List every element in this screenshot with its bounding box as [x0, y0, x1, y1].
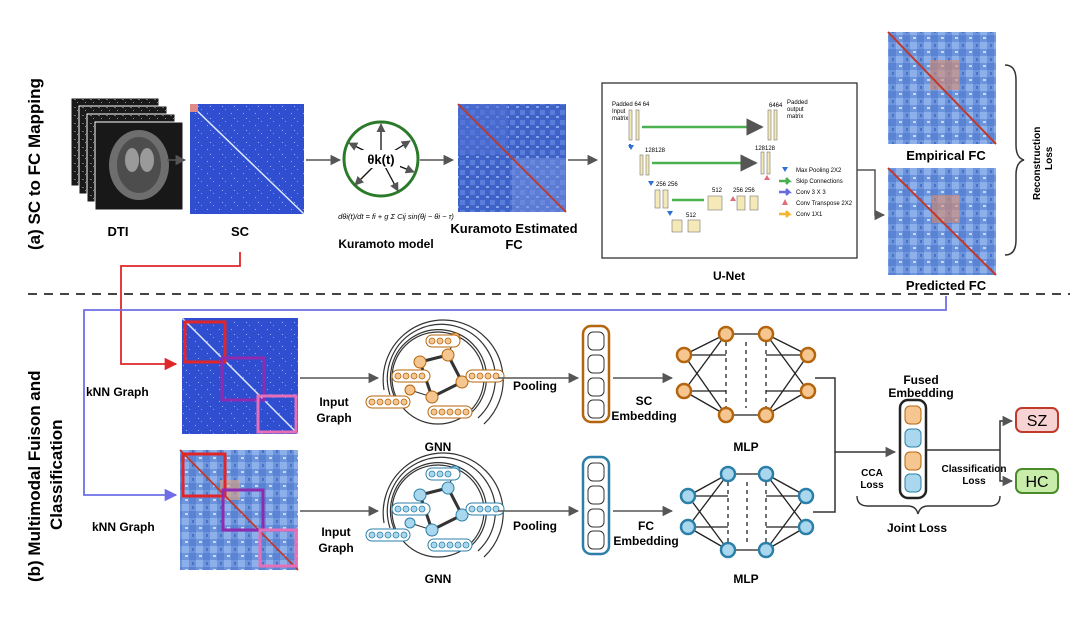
kuramoto-fc-matrix [457, 103, 567, 213]
purple-route-fc [83, 296, 947, 502]
input-graph-sc-2: Graph [316, 411, 351, 425]
unet-input-num: Padded 64 64 [612, 102, 650, 108]
sc-embedding-2: Embedding [611, 409, 676, 423]
reconstruction-loss-1: Reconstruction [1032, 127, 1043, 200]
cca-loss-2: Loss [860, 480, 884, 491]
kuramoto-oscillator [342, 120, 420, 198]
red-route-sc [120, 252, 241, 371]
unet-l4-bottom: 512 [686, 213, 697, 219]
legend-conv1: Conv 1X1 [796, 212, 823, 218]
gnn-fc [365, 452, 505, 558]
kuramoto-formula: dθi(t)/dt = fi + g Σ Cij sin(θj − θi − τ… [338, 212, 454, 221]
fc-pooled-embedding [581, 455, 611, 556]
fc-knn-matrix [179, 449, 299, 571]
gnn-sc [365, 319, 505, 425]
kuramoto-fc-label-2: FC [505, 237, 523, 252]
gnn-fc-label: GNN [425, 572, 452, 586]
unet-l3-right: 256 256 [733, 188, 755, 194]
joint-loss-brace [856, 495, 1001, 515]
empirical-fc-matrix [887, 31, 997, 145]
dti-label: DTI [108, 224, 129, 239]
gnn-sc-label: GNN [425, 440, 452, 454]
merge-fc-line [813, 452, 836, 513]
unet-panel [601, 82, 858, 259]
mlp-fc [679, 465, 815, 559]
reconstruction-brace [1004, 64, 1025, 256]
unet-output-l1: Padded [787, 100, 808, 106]
knn-graph-sc-label: kNN Graph [86, 385, 149, 399]
sc-knn-matrix [181, 317, 299, 435]
knn-graph-fc-label: kNN Graph [92, 520, 155, 534]
classification-loss-2: Loss [962, 476, 986, 487]
unet-l3-left: 256 256 [656, 182, 678, 188]
sc-matrix [189, 103, 305, 215]
fc-embedding-2: Embedding [613, 534, 678, 548]
pooling-fc-label: Pooling [513, 519, 557, 533]
sz-output-label: SZ [1027, 413, 1048, 430]
section-b-title-line1: (b) Multimodal Fuison and [25, 370, 44, 582]
arrow-to-hc [999, 450, 1014, 487]
mlp-sc-label: MLP [733, 440, 758, 454]
hc-output-box [1015, 468, 1059, 494]
unet-legend: Max Pooling 2X2 Skip Connections Conv 3 … [779, 167, 853, 218]
kuramoto-symbol: θk(t) [367, 152, 394, 167]
sc-label: SC [231, 224, 250, 239]
dti-image-stack [70, 97, 184, 211]
arrow-to-sz [999, 415, 1014, 450]
section-a-title: (a) SC to FC Mapping [25, 78, 44, 250]
unet-output-num: 6464 [769, 103, 783, 109]
predicted-fc-label: Predicted FC [906, 278, 987, 293]
legend-conv-transpose: Conv Transpose 2X2 [796, 201, 853, 207]
unet-l4-left: 512 [712, 188, 723, 194]
input-graph-fc-1: Input [321, 525, 350, 539]
unet-l2-right: 128128 [755, 146, 776, 152]
unet-output-l2: output [787, 107, 804, 113]
arrow-unet-predicted [857, 169, 886, 221]
reconstruction-loss-2: Loss [1044, 146, 1055, 170]
unet-output-l3: matrix [787, 114, 803, 120]
mlp-sc [675, 325, 817, 424]
hc-output-label: HC [1025, 474, 1048, 491]
input-graph-fc-2: Graph [318, 541, 353, 555]
kuramoto-model-label: Kuramoto model [338, 237, 433, 251]
legend-conv3: Conv 3 X 3 [796, 190, 826, 196]
fused-embedding-1: Fused [903, 373, 938, 387]
unet-l2-left: 128128 [645, 148, 666, 154]
unet-input-l3: matrix [612, 116, 628, 122]
fused-embedding [898, 398, 928, 500]
legend-skip: Skip Connections [796, 179, 843, 185]
legend-max-pooling: Max Pooling 2X2 [796, 168, 842, 174]
kuramoto-fc-label-1: Kuramoto Estimated [450, 221, 577, 236]
pooling-sc-label: Pooling [513, 379, 557, 393]
sc-pooled-embedding [581, 324, 611, 424]
input-graph-sc-1: Input [319, 395, 348, 409]
classification-loss-1: Classification [941, 464, 1006, 475]
merge-sc-line [815, 377, 897, 458]
fc-embedding-1: FC [638, 519, 654, 533]
joint-loss-label: Joint Loss [887, 521, 947, 535]
predicted-fc-matrix [887, 167, 997, 276]
empirical-fc-label: Empirical FC [906, 148, 986, 163]
mlp-fc-label: MLP [733, 572, 758, 586]
section-b-title-line2: Classification [47, 419, 66, 530]
sc-embedding-1: SC [636, 394, 653, 408]
unet-input-l2: Input [612, 109, 626, 115]
cca-loss-1: CCA [861, 468, 883, 479]
fused-embedding-2: Embedding [888, 386, 953, 400]
sz-output-box [1015, 407, 1059, 433]
unet-label: U-Net [713, 269, 745, 283]
